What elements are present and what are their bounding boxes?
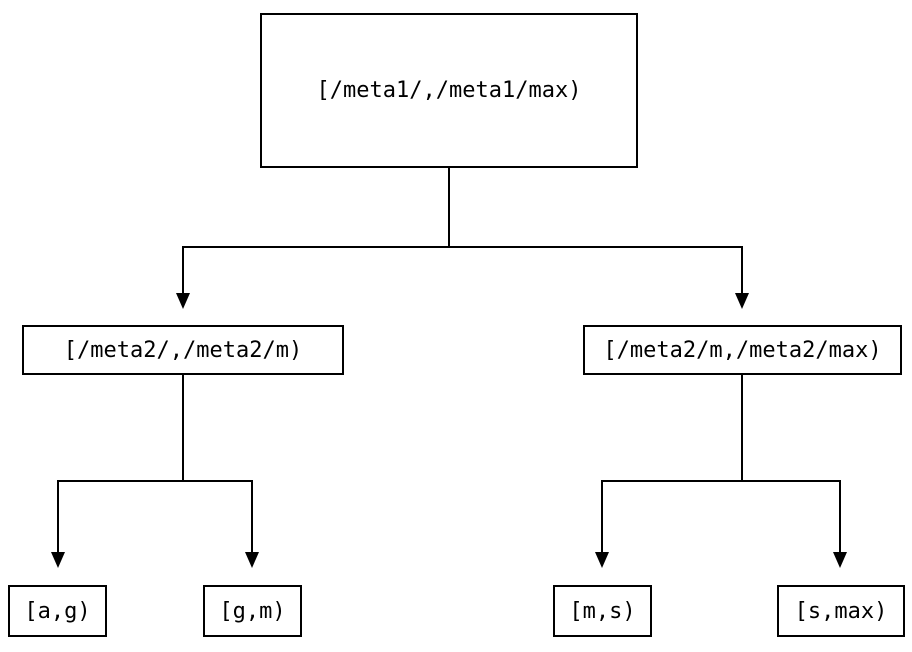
node-leaf-smax-label: [s,max)	[794, 598, 888, 624]
node-root-label: [/meta1/,/meta1/max)	[316, 78, 582, 103]
node-leaf-smax: [s,max)	[777, 585, 905, 637]
node-meta2-high: [/meta2/m,/meta2/max)	[583, 325, 902, 375]
node-leaf-gm: [g,m)	[203, 585, 302, 637]
node-leaf-ag: [a,g)	[8, 585, 107, 637]
node-leaf-ms-label: [m,s)	[569, 598, 636, 624]
node-meta2-high-label: [/meta2/m,/meta2/max)	[603, 337, 882, 363]
node-leaf-ms: [m,s)	[553, 585, 652, 637]
arrow-to-leaf-smax-icon	[833, 552, 847, 568]
node-leaf-gm-label: [g,m)	[219, 598, 286, 624]
arrow-to-leaf-ms-icon	[595, 552, 609, 568]
node-leaf-ag-label: [a,g)	[24, 598, 91, 624]
arrow-to-left-node-icon	[176, 293, 190, 309]
node-root: [/meta1/,/meta1/max)	[260, 13, 638, 168]
arrow-to-leaf-gm-icon	[245, 552, 259, 568]
arrow-to-leaf-ag-icon	[51, 552, 65, 568]
node-meta2-low-label: [/meta2/,/meta2/m)	[63, 337, 303, 363]
node-meta2-low: [/meta2/,/meta2/m)	[22, 325, 344, 375]
arrow-to-right-node-icon	[735, 293, 749, 309]
